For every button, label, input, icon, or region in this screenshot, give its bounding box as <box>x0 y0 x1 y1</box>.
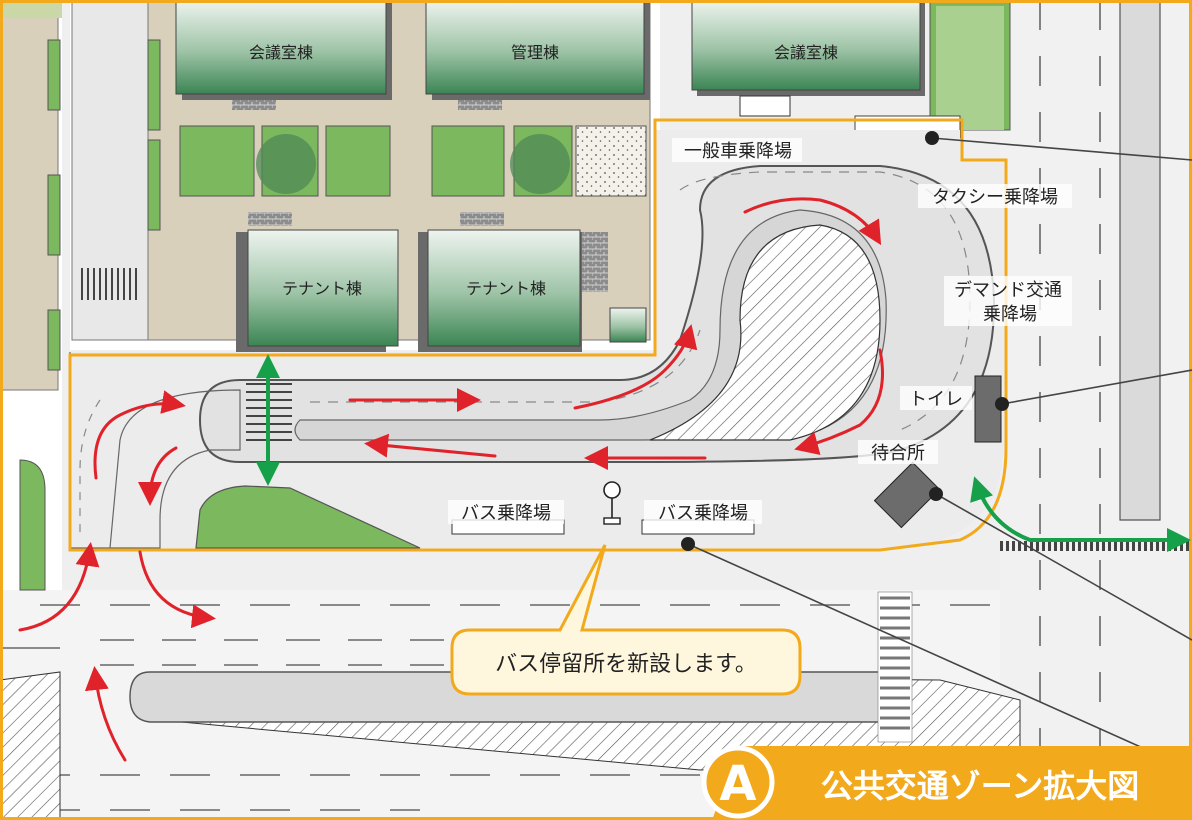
loop-hatch <box>649 224 881 441</box>
arrow-loop-down <box>794 348 884 455</box>
leader-dots <box>681 131 1009 551</box>
ne-shelter <box>739 95 791 117</box>
small-building <box>609 307 647 343</box>
title-badge <box>701 745 775 819</box>
west-planter-3 <box>47 309 61 371</box>
arrow-up <box>573 324 698 410</box>
loop-guide-2 <box>679 171 971 431</box>
title-text: 公共交通ゾーン拡大図 <box>821 767 1139 805</box>
west-green <box>19 459 46 591</box>
zone-label-bg <box>448 138 1072 524</box>
crosswalk-main-stripes <box>880 596 910 730</box>
label-conference-left: 会議室棟 <box>249 43 313 62</box>
ne-green-inner <box>936 6 1004 130</box>
arrow-curve-left <box>93 390 186 480</box>
title-bar: A 公共交通ゾーン拡大図 <box>701 745 1192 820</box>
label-tenant-left: テナント棟 <box>282 279 362 298</box>
plaza-planter-1 <box>147 39 161 131</box>
tree-1 <box>256 134 316 194</box>
label-waiting: 待合所 <box>871 443 925 464</box>
west-planter-1 <box>47 39 61 111</box>
green-island <box>195 485 421 549</box>
approach-guide <box>79 399 101 540</box>
gravel-area <box>575 125 647 197</box>
arrow-curve-inner <box>138 446 178 506</box>
leader-lines <box>687 137 1192 771</box>
waiting-shelter <box>873 461 941 529</box>
label-toilet: トイレ <box>909 389 963 410</box>
label-management: 管理棟 <box>511 43 559 62</box>
brick-5 <box>580 232 608 292</box>
arrow-uturn <box>84 666 127 762</box>
bus-stop-pole-icon <box>603 481 621 525</box>
callout-bubble <box>450 544 802 696</box>
title-bar-bg <box>712 746 1192 820</box>
building-tenant-left <box>247 229 399 347</box>
toilet-building <box>974 375 1002 443</box>
hatched-island-left <box>0 671 61 820</box>
ped-arrow-waiting <box>970 476 1191 552</box>
building-conference-left <box>175 0 387 95</box>
arrow-exit <box>138 550 216 629</box>
label-tenant-right: テナント棟 <box>466 279 546 298</box>
west-planter-2 <box>47 174 61 256</box>
building-tenant-right <box>427 229 581 347</box>
label-taxi: タクシー乗降場 <box>932 187 1058 208</box>
building-management <box>425 0 645 95</box>
label-bus-stop-right: バス乗降場 <box>658 503 748 524</box>
west-top-texture <box>0 0 62 18</box>
label-conference-right: 会議室棟 <box>774 43 838 62</box>
label-bus-stop-left: バス乗降場 <box>461 503 551 524</box>
arrow-entry <box>18 542 100 632</box>
buildings <box>175 0 925 352</box>
label-general-car: 一般車乗降場 <box>684 141 792 162</box>
arrow-loop-top <box>743 197 882 246</box>
building-conference-right <box>691 0 921 91</box>
plaza-planter-2 <box>147 139 161 231</box>
title-badge-letter: A <box>719 756 756 812</box>
traffic-arrows <box>18 197 884 762</box>
callout: バス停留所を新設します。 <box>450 544 802 696</box>
tree-2 <box>510 134 570 194</box>
side-median <box>1119 0 1161 521</box>
arrow-west-2 <box>364 433 497 458</box>
label-demand-1: デマンド交通 <box>954 280 1062 301</box>
crosswalk-left <box>81 268 137 300</box>
label-demand-2: 乗降場 <box>983 304 1037 325</box>
brick-3 <box>248 212 292 226</box>
brick-4 <box>460 212 504 226</box>
pedestrian-arrows <box>256 354 1191 552</box>
callout-text: バス停留所を新設します。 <box>495 652 757 677</box>
